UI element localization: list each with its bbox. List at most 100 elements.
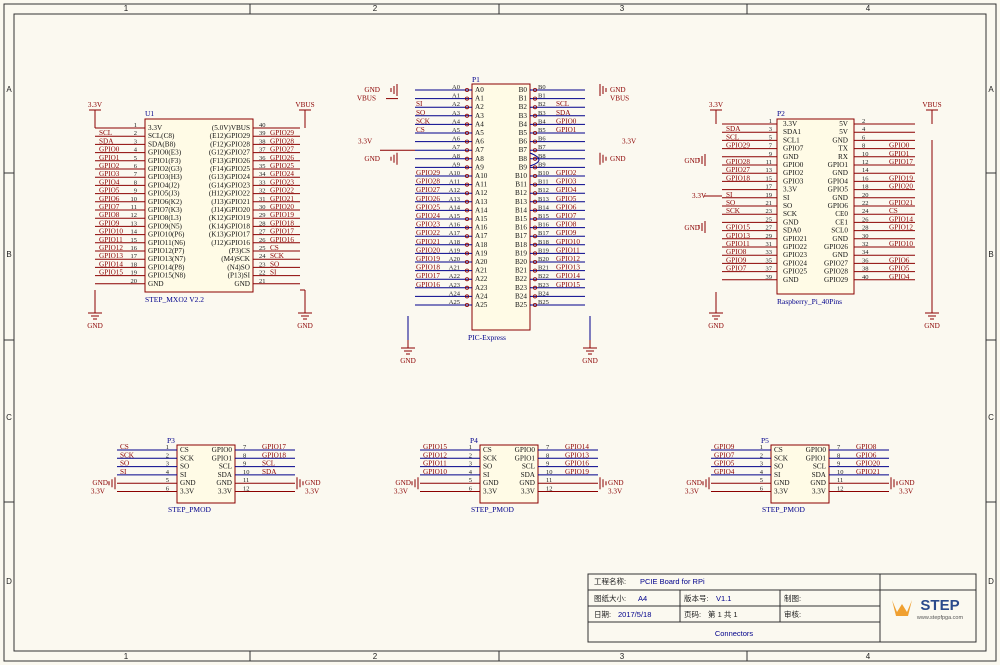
pin-marker — [533, 165, 538, 170]
p1-a-pin-number: A6 — [452, 136, 461, 143]
p1-b-net-label: GPIO11 — [556, 246, 580, 254]
pmod-pin-name: SCL — [522, 463, 535, 471]
pin-marker — [533, 139, 538, 144]
p1-b-pin-number: B9 — [538, 161, 546, 168]
p1-b-pin-number: B22 — [538, 273, 549, 280]
u1-pin-name: GPIO14(P8) — [148, 263, 185, 271]
pmod-pin-number: 4 — [166, 469, 170, 476]
p2-pin-name: GND — [783, 218, 799, 226]
p1-a-pin-name: A25 — [475, 301, 488, 309]
pin-marker — [464, 165, 469, 170]
pmod-pin-number: 4 — [469, 469, 473, 476]
u1-pin-name: (F14)GPIO25 — [210, 165, 250, 173]
u1-net-label: GPIO26 — [270, 154, 294, 162]
u1-pin-number: 6 — [134, 163, 138, 170]
p1-b-net-label: GPIO7 — [556, 212, 577, 220]
u1-net-label: GPIO28 — [270, 137, 294, 145]
u1-pin-name: (K13)GPIO17 — [209, 231, 251, 239]
u1-pin-number: 10 — [131, 196, 138, 203]
u1-pin-name: (J13)GPIO21 — [211, 198, 250, 206]
p1-b-pin-number: B5 — [538, 127, 546, 134]
p1-b-net-label: GPIO13 — [556, 264, 580, 272]
u1-pin-name: GPIO0(E3) — [148, 149, 182, 157]
pin-marker — [464, 259, 469, 264]
u1-pin-number: 17 — [131, 253, 138, 260]
p2-pin-number: 12 — [862, 159, 869, 166]
pmod-pin-name: 3.3V — [812, 488, 827, 496]
u1-pin-number: 2 — [134, 130, 137, 137]
p2-pin-number: 1 — [769, 118, 772, 125]
u1-net-label: GPIO19 — [270, 211, 294, 219]
p2-pin-number: 6 — [862, 134, 866, 141]
p2-pin-number: 34 — [862, 249, 869, 256]
pin-marker — [533, 242, 538, 247]
u1-pin-name: GPIO8(L3) — [148, 214, 182, 222]
p2-net-label: GPIO17 — [889, 158, 913, 166]
u1-pin-number: 14 — [131, 229, 138, 236]
pin-marker — [533, 294, 538, 299]
p2-net-label: GPIO7 — [726, 265, 747, 273]
p2-pin-number: 2 — [862, 118, 865, 125]
pin-marker — [464, 173, 469, 178]
pmod-pin-number: 11 — [546, 477, 552, 484]
row-marker-left: C — [6, 413, 12, 422]
pin-marker — [464, 285, 469, 290]
p1-b-net-label: GPIO1 — [556, 126, 577, 134]
p1-a-pin-number: A11 — [449, 179, 460, 186]
p2-net-label: SDA — [726, 125, 741, 133]
p1-a-pin-number: A7 — [452, 144, 461, 151]
p2-pin-number: 25 — [766, 216, 773, 223]
p1-a-pin-name: A24 — [475, 292, 488, 300]
row-marker-left: A — [6, 85, 12, 94]
pmod-pin-name: GND — [519, 479, 535, 487]
p1-b-pin-name: B15 — [515, 215, 527, 223]
p2-pin-name: 5V — [839, 120, 849, 128]
u1-pin-name: GPIO4(J2) — [148, 181, 180, 189]
u1-pin-name: (H12)GPIO22 — [209, 190, 251, 198]
pmod-pin-name: SCK — [483, 454, 498, 462]
pin-marker — [464, 234, 469, 239]
p2-pin-name: GPIO27 — [824, 259, 848, 267]
p2-pin-name: GPIO21 — [783, 235, 807, 243]
u1-pin-name: GND — [234, 280, 250, 288]
pmod-pin-name: SO — [774, 463, 783, 471]
u1-net-label: GPIO5 — [99, 187, 120, 195]
p2-pin-name: GPIO24 — [783, 259, 807, 267]
p1-b-pin-name: B12 — [515, 189, 527, 197]
p2-pin-number: 4 — [862, 126, 866, 133]
p2-gnd-label: GND — [684, 157, 700, 165]
p2-pin-number: 28 — [862, 225, 869, 232]
p1-gnd-label: GND — [364, 86, 380, 94]
pin-marker — [464, 156, 469, 161]
pin-marker — [464, 294, 469, 299]
p2-pin-number: 29 — [766, 233, 773, 240]
p2-pin-number: 5 — [769, 134, 772, 141]
pmod-net-label: GPIO14 — [565, 443, 589, 451]
u1-body — [144, 118, 254, 293]
p2-pin-name: GPIO4 — [828, 177, 849, 185]
p1-a-net-label: SI — [416, 100, 423, 108]
pmod-net-label: GPIO18 — [262, 451, 286, 459]
p2-pin-name: GPIO26 — [824, 243, 848, 251]
pin-marker — [533, 105, 538, 110]
p1-b-pin-name: B3 — [519, 112, 528, 120]
p2-net-label: GPIO0 — [889, 142, 910, 150]
p1-b-pin-number: B14 — [538, 204, 550, 211]
p2-gnd-left: GND — [708, 322, 724, 330]
p1-a-pin-name: A8 — [475, 155, 484, 163]
p2-net-label: GPIO18 — [726, 174, 750, 182]
pmod-pin-name: GPIO0 — [212, 446, 233, 454]
pmod-pin-number: 1 — [760, 444, 763, 451]
pmod-pin-name: GPIO0 — [515, 446, 536, 454]
pmod-body — [770, 444, 830, 504]
u1-vbus-label: VBUS — [295, 101, 314, 109]
p1-a-net-label: GPIO20 — [416, 246, 440, 254]
pmod-pin-name: CS — [180, 446, 189, 454]
p2-pin-number: 40 — [862, 274, 869, 281]
p1-b-pin-number: B8 — [538, 153, 546, 160]
p1-b-pin-name: B1 — [519, 95, 528, 103]
p2-pin-name: 5V — [839, 128, 849, 136]
u1-net-label: SCK — [270, 252, 285, 260]
p2-net-label: GPIO6 — [889, 256, 910, 264]
